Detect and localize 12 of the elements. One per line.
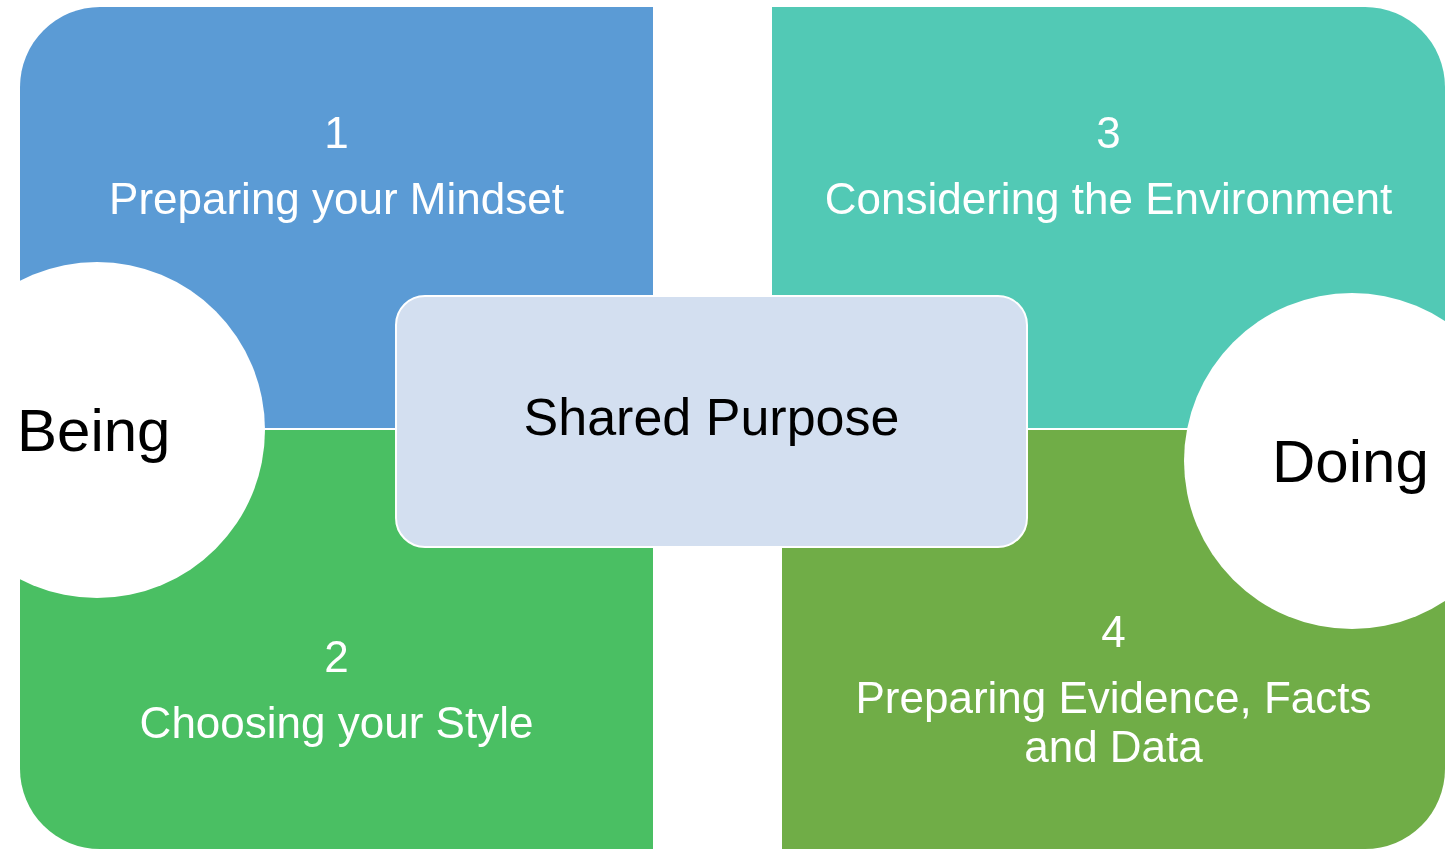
step-number: 3 <box>1096 109 1121 158</box>
center-label: Shared Purpose <box>523 389 900 447</box>
step-title: Choosing your Style <box>139 699 534 748</box>
circle-label: Doing <box>1272 427 1429 496</box>
step-number: 1 <box>324 109 349 158</box>
circle-label: Being <box>17 396 171 465</box>
step-title: Considering the Environment <box>824 175 1393 224</box>
step-number: 2 <box>324 633 349 682</box>
step-number: 4 <box>1101 608 1126 657</box>
step-title: Preparing Evidence, Facts and Data <box>854 674 1373 772</box>
center-box <box>395 295 1028 548</box>
step-title: Preparing your Mindset <box>109 175 564 224</box>
